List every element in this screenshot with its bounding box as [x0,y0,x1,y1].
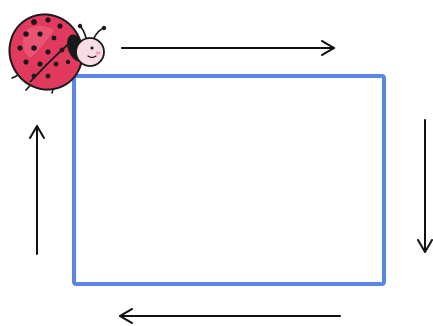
arrow-left-up [30,126,44,254]
rectangle-outline [74,76,384,284]
arrow-right-down [418,120,432,252]
arrow-top-right [122,41,334,55]
arrow-bottom-left [120,309,340,323]
